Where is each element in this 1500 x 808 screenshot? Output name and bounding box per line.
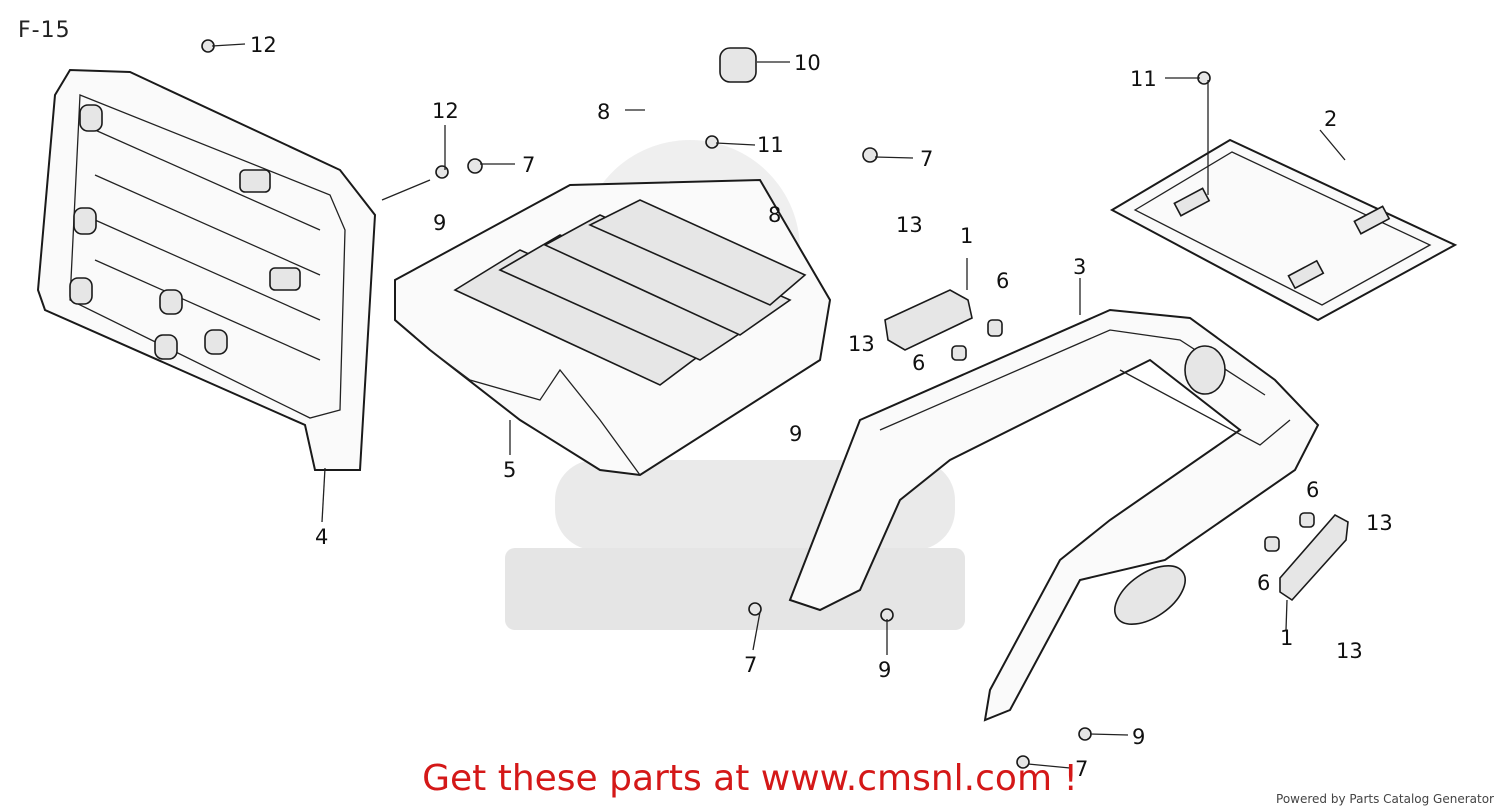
callout-8: 8 [597,100,610,124]
part-5-rack[interactable] [394,178,832,477]
callout-5: 5 [503,458,516,482]
callout-6: 6 [996,269,1009,293]
callout-4: 4 [315,525,328,549]
callout-7: 7 [744,653,757,677]
callout-9: 9 [878,658,891,682]
callout-13: 13 [848,332,875,356]
callout-8: 8 [768,203,781,227]
callout-9: 9 [1132,725,1145,749]
callout-3: 3 [1073,255,1086,279]
cta-link[interactable]: Get these parts at www.cmsnl.com ! [422,758,1078,799]
callout-6: 6 [912,351,925,375]
part-1-grip-left[interactable] [884,289,973,351]
callouts: 12 12 10 11 11 8 8 7 7 7 7 9 9 9 9 2 3 4… [250,33,1393,781]
callout-12: 12 [432,99,459,123]
callout-13: 13 [1336,639,1363,663]
part-3-grab-rail[interactable] [788,308,1320,722]
callout-1: 1 [960,224,973,248]
callout-6: 6 [1306,478,1319,502]
callout-9: 9 [433,211,446,235]
part-2-plate[interactable] [1109,138,1458,322]
callout-11: 11 [1130,67,1157,91]
leader-lines [211,43,1346,769]
powered-by-text: Powered by Parts Catalog Generator [1276,792,1494,806]
callout-7: 7 [920,147,933,171]
callout-12: 12 [250,33,277,57]
callout-9: 9 [789,422,802,446]
part-4-rear-cover[interactable] [36,68,377,471]
callout-11: 11 [757,133,784,157]
callout-7: 7 [522,153,535,177]
callout-13: 13 [1366,511,1393,535]
diagram-title: F-15 [18,18,71,43]
callout-13: 13 [896,213,923,237]
callout-2: 2 [1324,107,1337,131]
callout-10: 10 [794,51,821,75]
part-1-grip-right[interactable] [1279,513,1349,602]
callout-6: 6 [1257,571,1270,595]
callout-1: 1 [1280,626,1293,650]
callout-7: 7 [1075,757,1088,781]
